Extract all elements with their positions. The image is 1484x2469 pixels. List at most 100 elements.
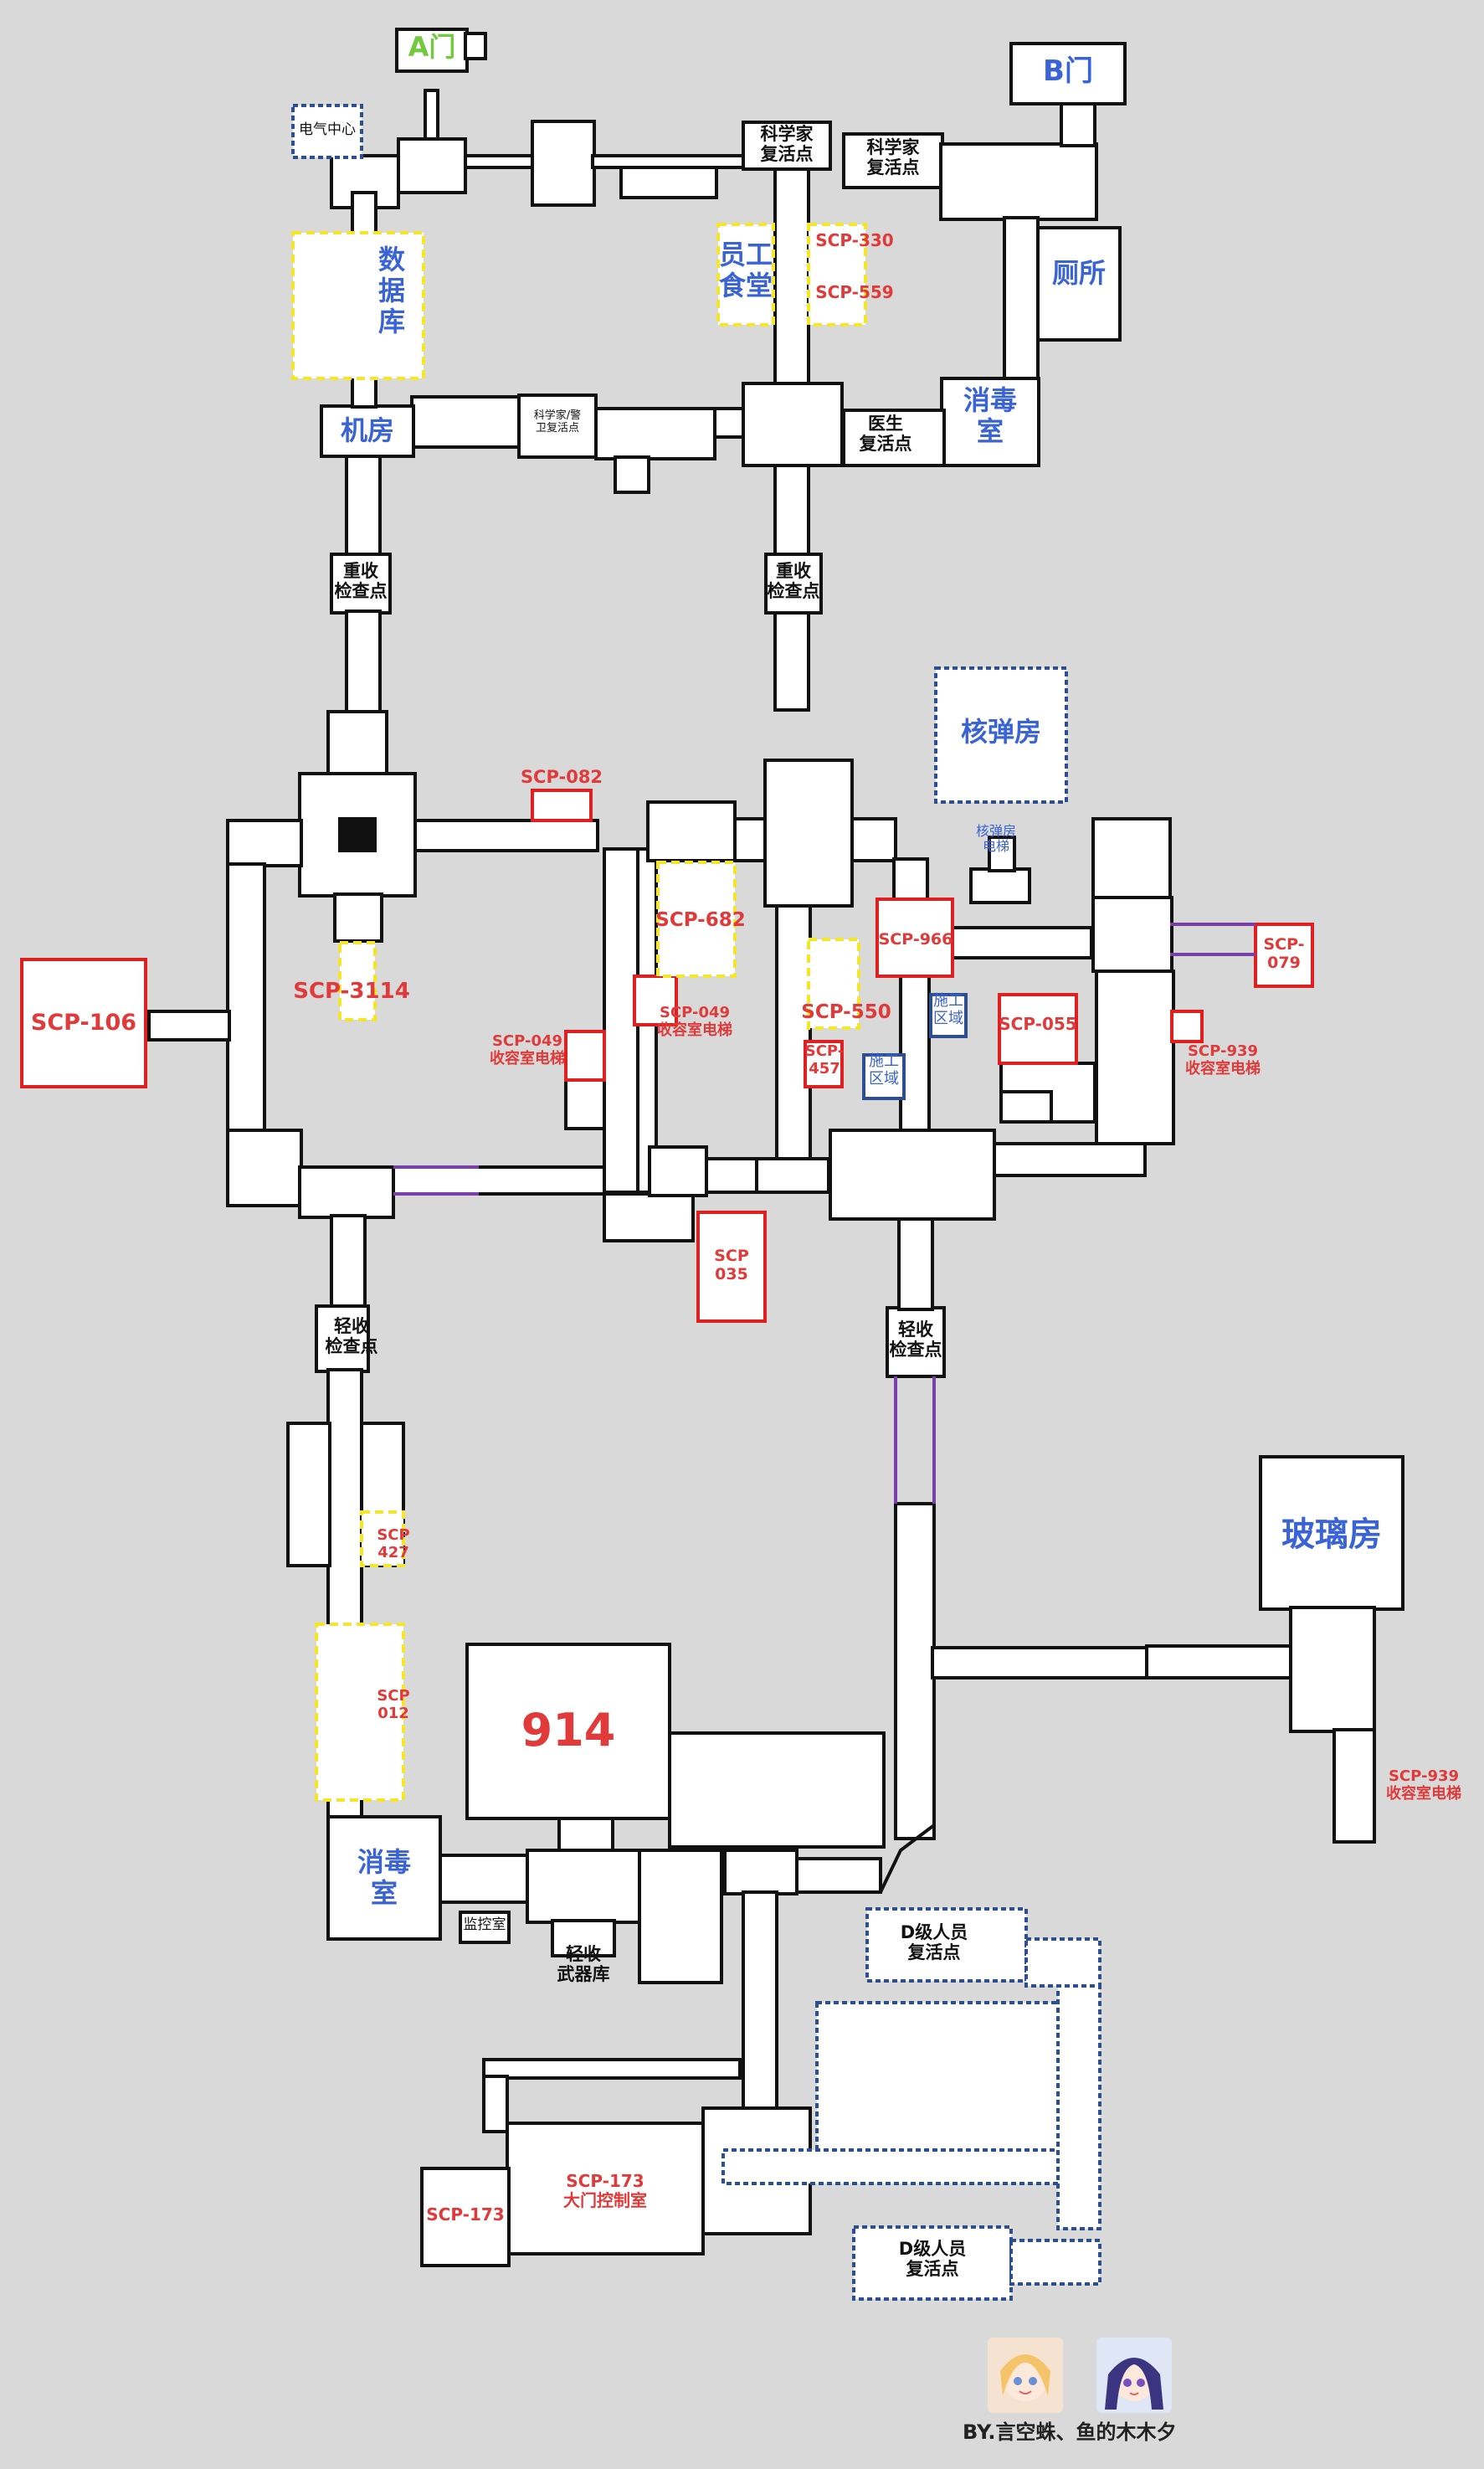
- hcz-cross-bottom-left: [298, 1165, 395, 1219]
- scp049-room-a: [633, 975, 678, 1026]
- corridor-hcz-tl: [226, 819, 303, 867]
- scp106-label: SCP-106: [30, 1010, 137, 1036]
- scp457-label: SCP- 457: [804, 1042, 845, 1078]
- scp914-cross: [526, 1849, 641, 1924]
- hcz-check-left-room: [330, 553, 392, 615]
- gate-a-room: [395, 28, 469, 73]
- scp012-room: [315, 1623, 405, 1802]
- machine-room: [320, 404, 415, 458]
- scp914-room: [465, 1643, 671, 1820]
- sci-guard-respawn-room: [517, 393, 598, 459]
- hcz-room-a-bottom: [333, 892, 383, 943]
- corridor-center-vertical: [773, 167, 810, 385]
- corridor-173-left: [482, 2075, 509, 2133]
- staff-canteen-label: 员工 食堂: [718, 239, 773, 301]
- scp173-room: [420, 2167, 511, 2267]
- room-center-left: [594, 407, 716, 460]
- corridor-hcz-right-2: [773, 611, 810, 712]
- corridor-scp939-b: [1333, 1728, 1376, 1844]
- sci-respawn-label-1: 科学家 复活点: [760, 124, 814, 165]
- dashed-rooms: [291, 104, 1101, 2301]
- nuke-elevator-link: [988, 836, 1016, 872]
- diagonal-corridor: [879, 1823, 936, 1893]
- author-avatar-1-icon: [988, 2338, 1063, 2413]
- gate-b-label: B门: [1043, 54, 1093, 88]
- database-room: [291, 231, 425, 380]
- dclass-corridor-top: [1024, 1937, 1101, 1988]
- monitor-room-label: 监控室: [463, 1916, 506, 1933]
- scp682-room: [656, 861, 737, 978]
- scp049-room-b: [564, 1078, 606, 1130]
- lcz-armory-room: [551, 1919, 616, 1957]
- hcz-check-right-label: 重收 检查点: [767, 561, 820, 602]
- scp914-corridor: [668, 1731, 886, 1849]
- corridor-hcz-left-2: [345, 610, 382, 713]
- scp682-label: SCP-682: [655, 909, 746, 931]
- dclass-respawn-label-1: D级人员 复活点: [900, 1922, 968, 1963]
- room-center-left-annex: [614, 455, 650, 494]
- connectors: [393, 923, 1255, 1504]
- room-top-small: [619, 166, 718, 199]
- hcz-room-far-right-2: [1091, 896, 1173, 973]
- room-top-cross: [531, 120, 596, 207]
- author-avatar-2: [1096, 2338, 1172, 2413]
- scp457-room: [804, 1040, 844, 1088]
- corridor-hcz-right: [773, 464, 810, 556]
- nuke-room: [934, 666, 1068, 804]
- room-top-right: [939, 142, 1098, 221]
- dclass-corridor-right: [1056, 1983, 1101, 2230]
- lcz-cross-bottom: [723, 1849, 798, 1895]
- scp173-gate-control: [506, 2122, 705, 2256]
- lcz-check-right-room: [886, 1306, 946, 1378]
- hcz-room-top-mid: [646, 800, 737, 862]
- decon-bottom-label: 消毒 室: [357, 1846, 411, 1909]
- corridor-lcz-right-top: [897, 1217, 934, 1311]
- gate-b-room: [1009, 42, 1127, 105]
- doctor-respawn-label: 医生 复活点: [859, 414, 912, 455]
- scp966-label: SCP-966: [878, 930, 953, 949]
- glass-room-label: 玻璃房: [1281, 1515, 1382, 1554]
- nuke-room-label: 核弹房: [960, 716, 1041, 748]
- doctor-respawn-room: [842, 409, 946, 467]
- corridor-hcz-bottom-c: [705, 1157, 758, 1194]
- hcz-room-far-right: [1091, 817, 1172, 901]
- corridor-173-top: [482, 2058, 742, 2080]
- scp055-label: SCP-055: [999, 1014, 1077, 1034]
- highlight-rooms: [291, 223, 867, 1802]
- gate-a-label: A门: [408, 31, 456, 63]
- hcz-cross-right: [829, 1129, 996, 1221]
- construction-label-b: 施工 区域: [869, 1052, 899, 1088]
- scp173-label: SCP-173: [426, 2204, 505, 2225]
- decon-top-label: 消毒 室: [963, 384, 1017, 447]
- room-center-hub: [742, 382, 844, 467]
- corridor-top-2: [591, 154, 745, 169]
- corridor-top-1: [464, 154, 534, 169]
- hcz-cross-center: [763, 759, 854, 908]
- corridor-hcz-center-r2: [892, 857, 929, 906]
- corridor-hcz-bl: [226, 1129, 303, 1207]
- nuke-elevator-room: [969, 867, 1031, 904]
- lcz-rooms-left: [286, 1422, 331, 1567]
- scp559-label: SCP-559: [815, 282, 894, 302]
- corridor-hcz-top: [413, 819, 599, 852]
- corridor-right-vertical: [1003, 216, 1040, 380]
- scp939-room-a: [1170, 1010, 1204, 1043]
- credit-text: BY.言空蛛、鱼的木木夕: [963, 2420, 1177, 2444]
- scp049-room-b-red: [564, 1030, 606, 1082]
- corridor-hcz-right-bottom: [993, 1142, 1147, 1177]
- hcz-black-block: [338, 817, 377, 852]
- author-avatar-1: [988, 2338, 1063, 2413]
- room-top-left-hub: [397, 137, 467, 194]
- rooms: [147, 28, 1404, 2267]
- corridor-hcz-right-v: [899, 973, 931, 1132]
- lcz-armory-label: 轻收 武器库: [557, 1944, 610, 1985]
- lcz-check-left-label: 轻收 检查点: [325, 1316, 378, 1357]
- construction-zones: [862, 993, 968, 1100]
- sci-respawn-room-1: [742, 121, 832, 171]
- sci-guard-respawn-label: 科学家/警 卫复活点: [533, 409, 582, 435]
- corridor-lcz-right-v: [894, 1502, 936, 1840]
- hcz-room-mid-small: [648, 1145, 708, 1197]
- corridor-hcz-bottom: [392, 1165, 608, 1196]
- corridor-to-glass: [931, 1646, 1148, 1679]
